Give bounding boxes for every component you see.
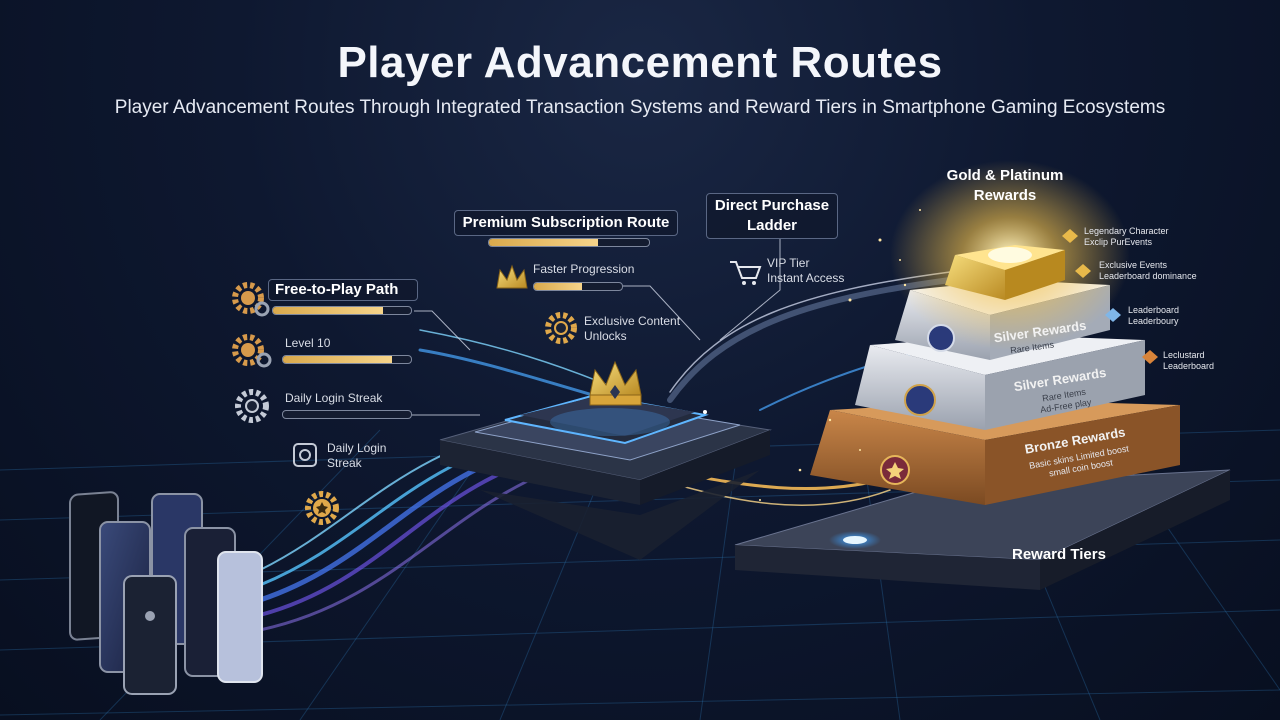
- side-note-leaderboard: Leaderboard Leaderboury: [1128, 305, 1180, 326]
- cart-icon: [730, 261, 762, 285]
- level-bar: [282, 355, 412, 364]
- connector-lines: [412, 238, 781, 416]
- star-gear-icon: [305, 491, 339, 525]
- faster-progression-label: Faster Progression: [533, 262, 635, 276]
- level-label: Level 10: [285, 336, 331, 350]
- daily-login-streak-label: Daily Login Streak: [327, 441, 387, 470]
- free-to-play-bar: [272, 306, 412, 315]
- page-title: Player Advancement Routes: [337, 38, 943, 87]
- page-subtitle: Player Advancement Routes Through Integr…: [114, 97, 1166, 118]
- gold-tier: [890, 160, 1130, 350]
- gear-icon-level: [232, 334, 272, 368]
- crown-icon: [589, 360, 642, 406]
- faster-progression-bar: [533, 282, 623, 291]
- gold-platinum-label: Gold & Platinum Rewards: [946, 167, 1064, 204]
- medallion-icons: [880, 324, 955, 485]
- premium-route-bar: [488, 238, 650, 247]
- crown-small-icon: [496, 264, 528, 289]
- side-note-legendary: Legendary Character Exclip PurEvents: [1084, 226, 1169, 247]
- smartphones: [69, 491, 263, 695]
- exclusive-gear-icon: [545, 312, 577, 344]
- daily-login-label: Daily Login Streak: [285, 391, 383, 405]
- side-note-exclusive-events: Exclusive Events Leaderboard dominance: [1099, 260, 1197, 281]
- pyramid-base: [734, 469, 1231, 590]
- daily-login-bar: [282, 410, 412, 419]
- side-note-leclustard: Leclustard Leaderboard: [1163, 350, 1215, 371]
- level-bar-fill: [283, 356, 392, 363]
- premium-route-label: Premium Subscription Route: [454, 210, 678, 236]
- gear-icon-free: [232, 282, 270, 317]
- premium-route-bar-fill: [489, 239, 598, 246]
- direct-purchase-label: Direct Purchase Ladder: [706, 193, 838, 239]
- central-hub: [439, 393, 772, 560]
- free-to-play-bar-fill: [273, 307, 384, 314]
- faster-progression-bar-fill: [534, 283, 583, 290]
- exclusive-content-label: Exclusive Content Unlocks: [584, 314, 681, 343]
- reward-tiers-label: Reward Tiers: [1012, 546, 1106, 563]
- vip-tier-label: VIP Tier Instant Access: [767, 256, 845, 285]
- gear-icon-login: [235, 389, 269, 423]
- diamond-bullets: [1062, 229, 1158, 364]
- free-to-play-label: Free-to-Play Path: [268, 279, 418, 301]
- streak-icon: [293, 443, 317, 467]
- sparkles: [703, 209, 921, 501]
